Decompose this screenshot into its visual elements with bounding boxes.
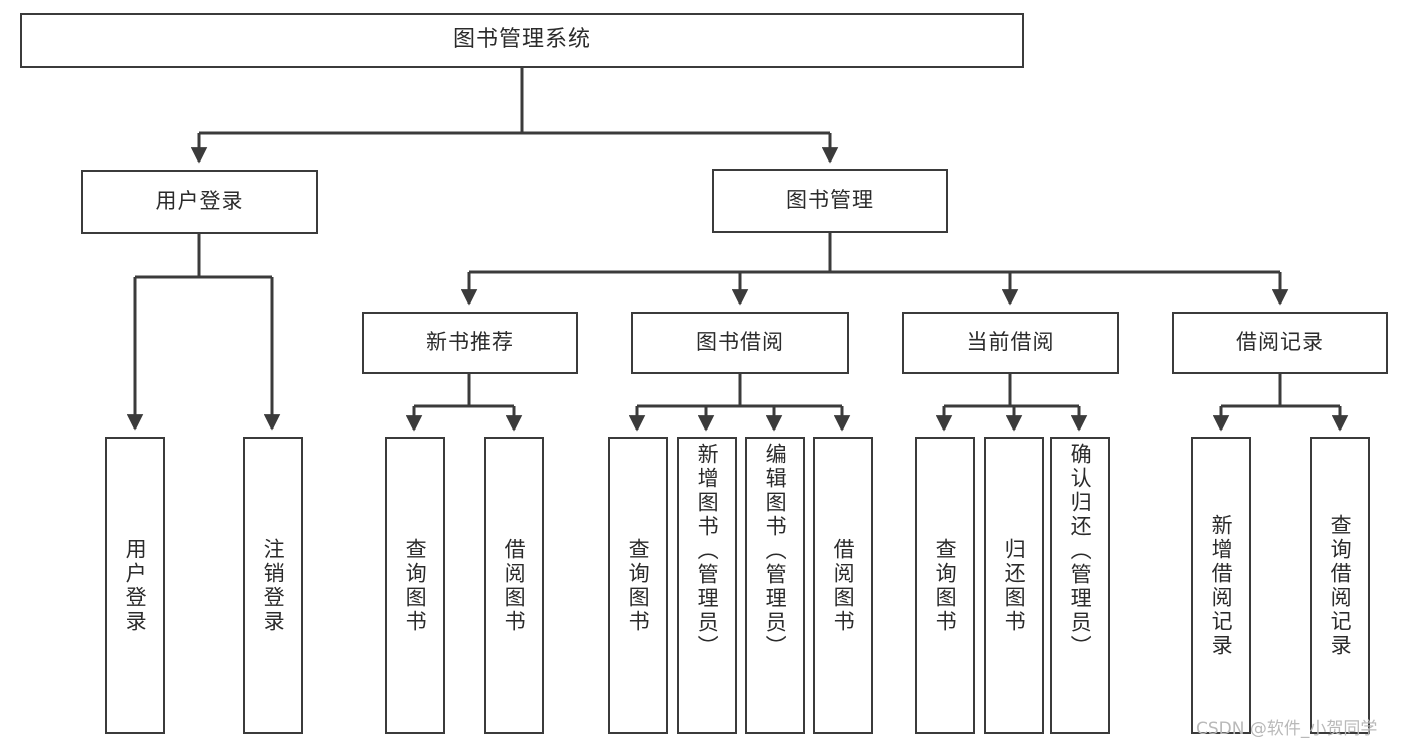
leaf-newbook-borrow-book-label: 借阅图书 [502, 537, 527, 634]
leaf-newbook-borrow-book[interactable]: 借阅图书 [484, 437, 544, 734]
leaf-user-logout[interactable]: 注销登录 [243, 437, 303, 734]
node-user-login[interactable]: 用户登录 [81, 170, 318, 234]
node-current-borrow[interactable]: 当前借阅 [902, 312, 1119, 374]
leaf-newbook-query-book[interactable]: 查询图书 [385, 437, 445, 734]
node-new-book-recommend-label: 新书推荐 [426, 330, 514, 355]
leaf-currentborrow-query-book-label: 查询图书 [933, 537, 958, 634]
leaf-currentborrow-confirm-return-label: 确认归还（管理员） [1068, 443, 1093, 659]
leaf-bookborrow-edit-book-label: 编辑图书（管理员） [763, 443, 788, 659]
leaf-currentborrow-confirm-return[interactable]: 确认归还（管理员） [1050, 437, 1110, 734]
leaf-borrowrecord-query-record-label: 查询借阅记录 [1328, 513, 1353, 658]
node-book-management-label: 图书管理 [786, 188, 874, 213]
leaf-newbook-query-book-label: 查询图书 [403, 537, 428, 634]
node-borrow-record-label: 借阅记录 [1236, 330, 1324, 355]
leaf-borrowrecord-add-record-label: 新增借阅记录 [1209, 513, 1234, 658]
leaf-bookborrow-query-book-label: 查询图书 [626, 537, 651, 634]
node-current-borrow-label: 当前借阅 [966, 330, 1055, 355]
leaf-bookborrow-edit-book[interactable]: 编辑图书（管理员） [745, 437, 805, 734]
leaf-user-login-label: 用户登录 [123, 537, 148, 634]
leaf-currentborrow-return-book[interactable]: 归还图书 [984, 437, 1044, 734]
node-borrow-record[interactable]: 借阅记录 [1172, 312, 1388, 374]
leaf-bookborrow-borrow-book-label: 借阅图书 [831, 537, 856, 634]
leaf-borrowrecord-add-record[interactable]: 新增借阅记录 [1191, 437, 1251, 734]
node-book-borrow[interactable]: 图书借阅 [631, 312, 849, 374]
node-new-book-recommend[interactable]: 新书推荐 [362, 312, 578, 374]
node-book-borrow-label: 图书借阅 [696, 330, 784, 355]
leaf-currentborrow-return-book-label: 归还图书 [1002, 537, 1027, 634]
leaf-bookborrow-add-book[interactable]: 新增图书（管理员） [677, 437, 737, 734]
leaf-bookborrow-query-book[interactable]: 查询图书 [608, 437, 668, 734]
leaf-user-login[interactable]: 用户登录 [105, 437, 165, 734]
node-root[interactable]: 图书管理系统 [20, 13, 1024, 68]
leaf-borrowrecord-query-record[interactable]: 查询借阅记录 [1310, 437, 1370, 734]
watermark: CSDN @软件_小贺同学 [1196, 719, 1378, 739]
node-book-management[interactable]: 图书管理 [712, 169, 948, 233]
leaf-bookborrow-borrow-book[interactable]: 借阅图书 [813, 437, 873, 734]
node-root-label: 图书管理系统 [452, 27, 591, 53]
node-user-login-label: 用户登录 [155, 189, 244, 214]
leaf-user-logout-label: 注销登录 [261, 537, 286, 634]
leaf-currentborrow-query-book[interactable]: 查询图书 [915, 437, 975, 734]
leaf-bookborrow-add-book-label: 新增图书（管理员） [695, 443, 720, 659]
